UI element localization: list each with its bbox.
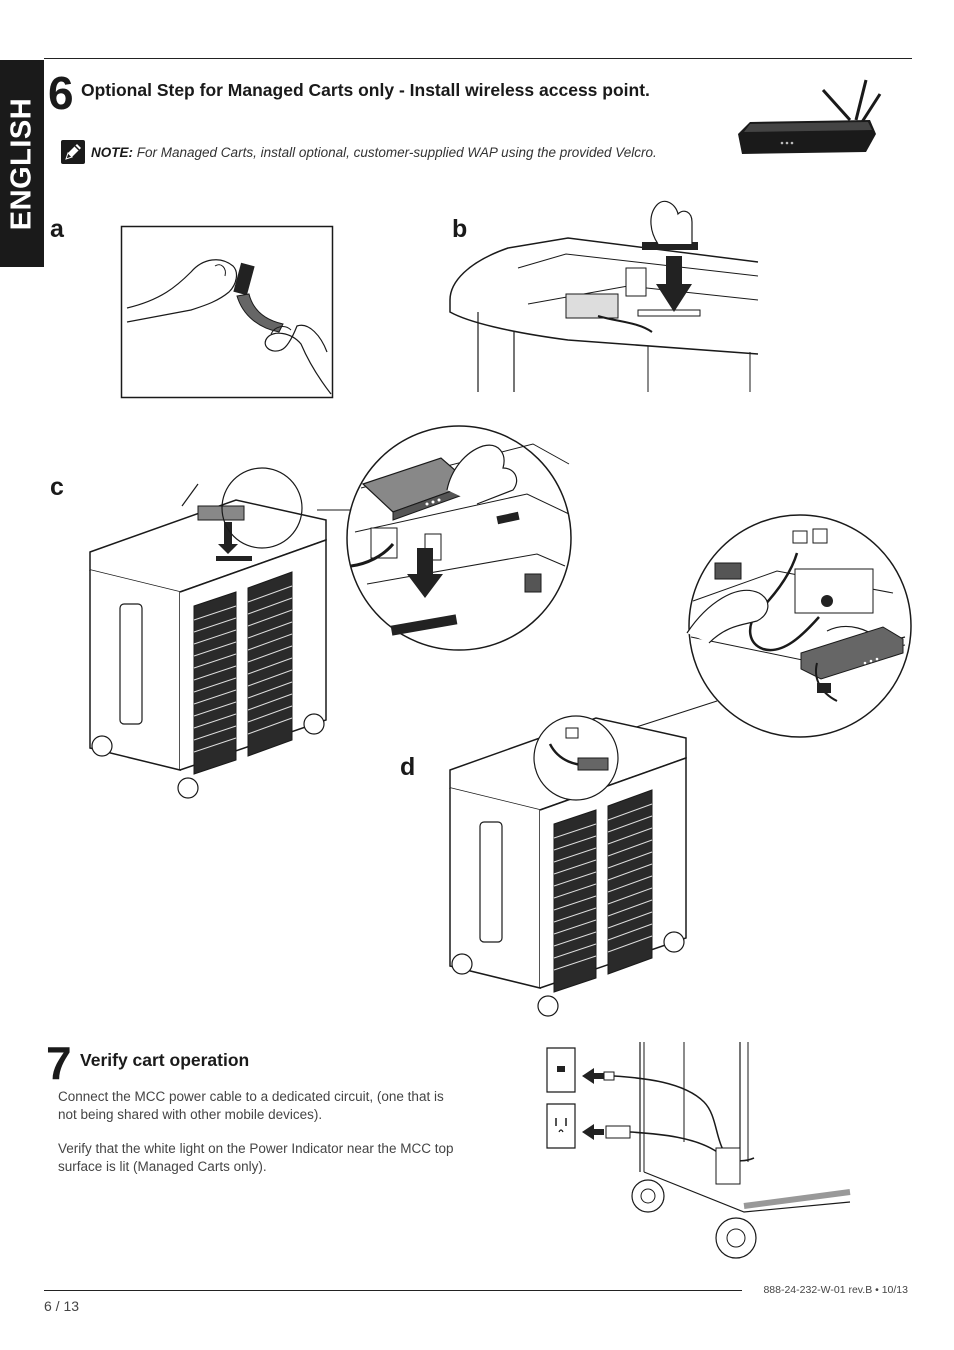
language-tab: ENGLISH	[0, 60, 44, 267]
panel-d-magnified-callout	[687, 513, 913, 739]
page-number: 6 / 13	[44, 1298, 80, 1314]
panel-a-velcro-illustration	[121, 226, 333, 398]
step-7-title: Verify cart operation	[80, 1050, 250, 1070]
step-7-paragraph-1: Connect the MCC power cable to a dedicat…	[58, 1089, 444, 1122]
note-text: NOTE: For Managed Carts, install optiona…	[91, 145, 657, 160]
language-tab-label: ENGLISH	[5, 97, 38, 230]
note-pencil-icon	[61, 140, 85, 164]
panel-b-cart-top-illustration	[448, 182, 760, 394]
panel-c-magnified-callout	[347, 424, 577, 654]
step-6-number: 6	[48, 67, 74, 119]
step-7-outlet-illustration	[544, 1042, 854, 1262]
note-body: For Managed Carts, install optional, cus…	[136, 144, 657, 160]
document-code: 888-24-232-W-01 rev.B • 10/13	[763, 1284, 908, 1296]
step-7-number: 7	[46, 1037, 72, 1089]
note-row: NOTE: For Managed Carts, install optiona…	[61, 140, 657, 164]
panel-b-label: b	[452, 215, 468, 243]
panel-c-label: c	[50, 473, 64, 501]
panel-d-label: d	[400, 753, 416, 781]
panel-a-label: a	[50, 215, 64, 243]
panel-d-cart-illustration	[446, 688, 696, 1018]
bottom-rule	[44, 1290, 742, 1291]
wireless-access-point-icon	[738, 72, 890, 154]
step-6-title: Optional Step for Managed Carts only - I…	[81, 80, 650, 100]
top-rule	[44, 58, 912, 59]
panel-c-cart-illustration	[86, 470, 336, 800]
note-label: NOTE:	[91, 144, 133, 160]
step-7-paragraph-2: Verify that the white light on the Power…	[58, 1141, 454, 1174]
